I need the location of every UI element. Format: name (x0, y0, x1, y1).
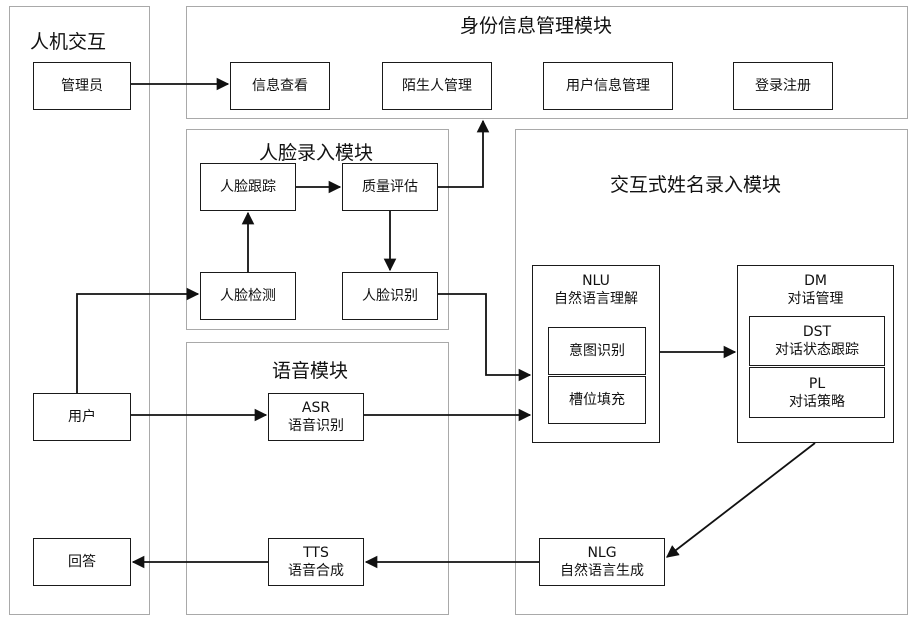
nlu-subtitle: 自然语言理解 (554, 291, 638, 307)
arrow-recognition-to-nlu (438, 293, 532, 382)
face-recognition-label: 人脸识别 (362, 288, 418, 304)
nlu-title: NLU (582, 273, 610, 289)
name-entry-title: 交互式姓名录入模块 (610, 174, 782, 196)
login-register-box: 登录注册 (733, 62, 833, 110)
dm-subtitle: 对话管理 (787, 291, 844, 307)
intent-recognition-box: 意图识别 (548, 327, 646, 375)
arrow-user-to-detection (76, 287, 200, 393)
face-recognition-box: 人脸识别 (342, 272, 438, 320)
pl-subtitle: 对话策略 (789, 393, 845, 410)
stranger-mgmt-label: 陌生人管理 (402, 78, 472, 94)
answer-label: 回答 (68, 554, 96, 570)
nlg-title: NLG (587, 545, 617, 561)
view-info-label: 信息查看 (252, 78, 308, 94)
tts-title: TTS (303, 545, 329, 561)
user-box: 用户 (33, 393, 131, 441)
face-title: 人脸录入模块 (259, 142, 374, 164)
dm-title: DM (804, 273, 827, 289)
user-info-mgmt-box: 用户信息管理 (543, 62, 673, 110)
user-label: 用户 (68, 409, 96, 425)
answer-box: 回答 (33, 538, 131, 586)
quality-assessment-label: 质量评估 (362, 179, 418, 195)
arrow-quality-to-identity (438, 119, 490, 188)
arrow-dm-to-nlg (666, 442, 816, 558)
asr-subtitle: 语音识别 (288, 418, 344, 434)
asr-title: ASR (301, 400, 331, 416)
nlg-box: NLG 自然语言生成 (539, 538, 665, 586)
tts-subtitle: 语音合成 (288, 563, 344, 579)
pl-title: PL (808, 375, 826, 392)
face-tracking-box: 人脸跟踪 (200, 163, 296, 211)
login-register-label: 登录注册 (755, 78, 811, 94)
voice-title: 语音模块 (272, 360, 349, 382)
slot-filling-label: 槽位填充 (569, 392, 625, 408)
dst-title: DST (802, 324, 832, 340)
identity-title: 身份信息管理模块 (460, 15, 613, 37)
pl-box: PL 对话策略 (749, 367, 885, 418)
stranger-mgmt-box: 陌生人管理 (382, 62, 492, 110)
admin-box: 管理员 (33, 62, 131, 110)
intent-recognition-label: 意图识别 (569, 343, 625, 359)
admin-label: 管理员 (61, 78, 103, 94)
tts-box: TTS 语音合成 (268, 538, 364, 586)
user-info-mgmt-label: 用户信息管理 (566, 78, 650, 94)
face-detection-label: 人脸检测 (220, 288, 276, 304)
face-tracking-label: 人脸跟踪 (220, 179, 276, 195)
quality-assessment-box: 质量评估 (342, 163, 438, 211)
slot-filling-box: 槽位填充 (548, 376, 646, 424)
view-info-box: 信息查看 (230, 62, 330, 110)
face-detection-box: 人脸检测 (200, 272, 296, 320)
asr-box: ASR 语音识别 (268, 393, 364, 441)
dst-subtitle: 对话状态跟踪 (775, 342, 859, 358)
hci-title: 人机交互 (30, 31, 107, 53)
dst-box: DST 对话状态跟踪 (749, 316, 885, 366)
nlg-subtitle: 自然语言生成 (560, 563, 644, 579)
